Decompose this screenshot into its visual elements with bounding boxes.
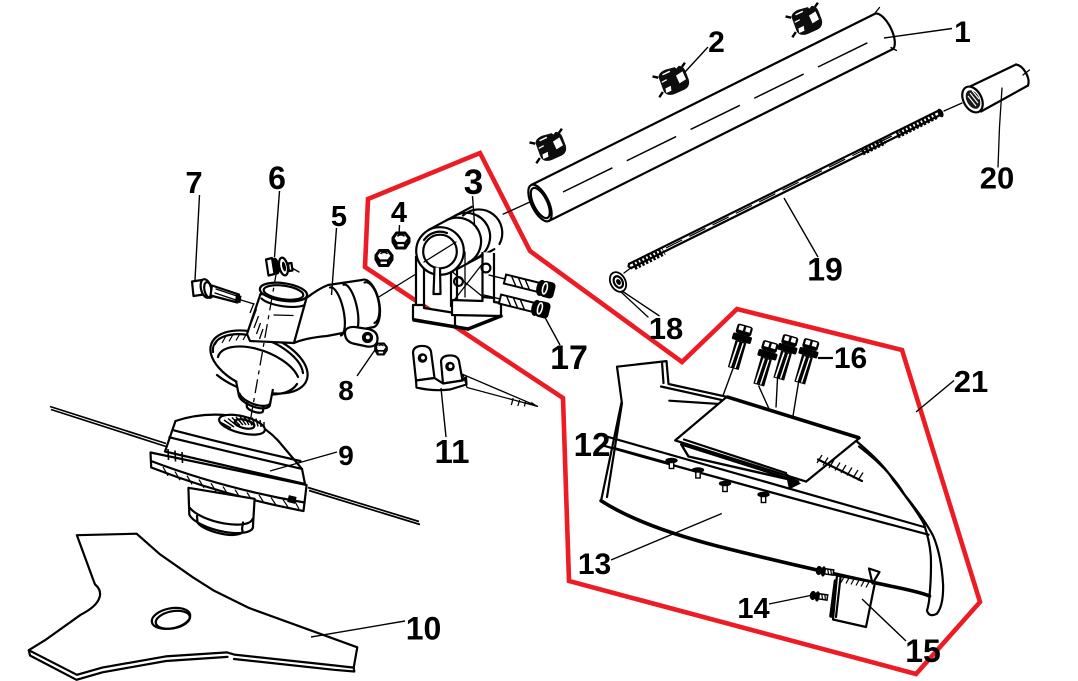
- svg-text:10: 10: [406, 611, 442, 647]
- svg-text:19: 19: [807, 252, 843, 288]
- svg-text:13: 13: [578, 548, 611, 581]
- svg-text:7: 7: [185, 165, 202, 200]
- svg-text:20: 20: [980, 161, 1014, 196]
- svg-text:12: 12: [574, 426, 611, 463]
- svg-text:8: 8: [338, 375, 354, 406]
- svg-text:1: 1: [954, 16, 971, 49]
- svg-text:5: 5: [331, 201, 347, 233]
- svg-text:17: 17: [550, 339, 588, 377]
- svg-text:3: 3: [464, 163, 483, 202]
- svg-text:16: 16: [834, 342, 867, 375]
- svg-text:15: 15: [905, 633, 941, 669]
- svg-text:6: 6: [268, 160, 286, 196]
- svg-text:11: 11: [435, 433, 470, 470]
- svg-text:4: 4: [391, 197, 407, 229]
- svg-text:21: 21: [954, 364, 988, 399]
- svg-text:18: 18: [649, 311, 683, 346]
- svg-text:2: 2: [708, 26, 725, 59]
- svg-text:14: 14: [737, 593, 769, 625]
- svg-text:9: 9: [338, 440, 354, 471]
